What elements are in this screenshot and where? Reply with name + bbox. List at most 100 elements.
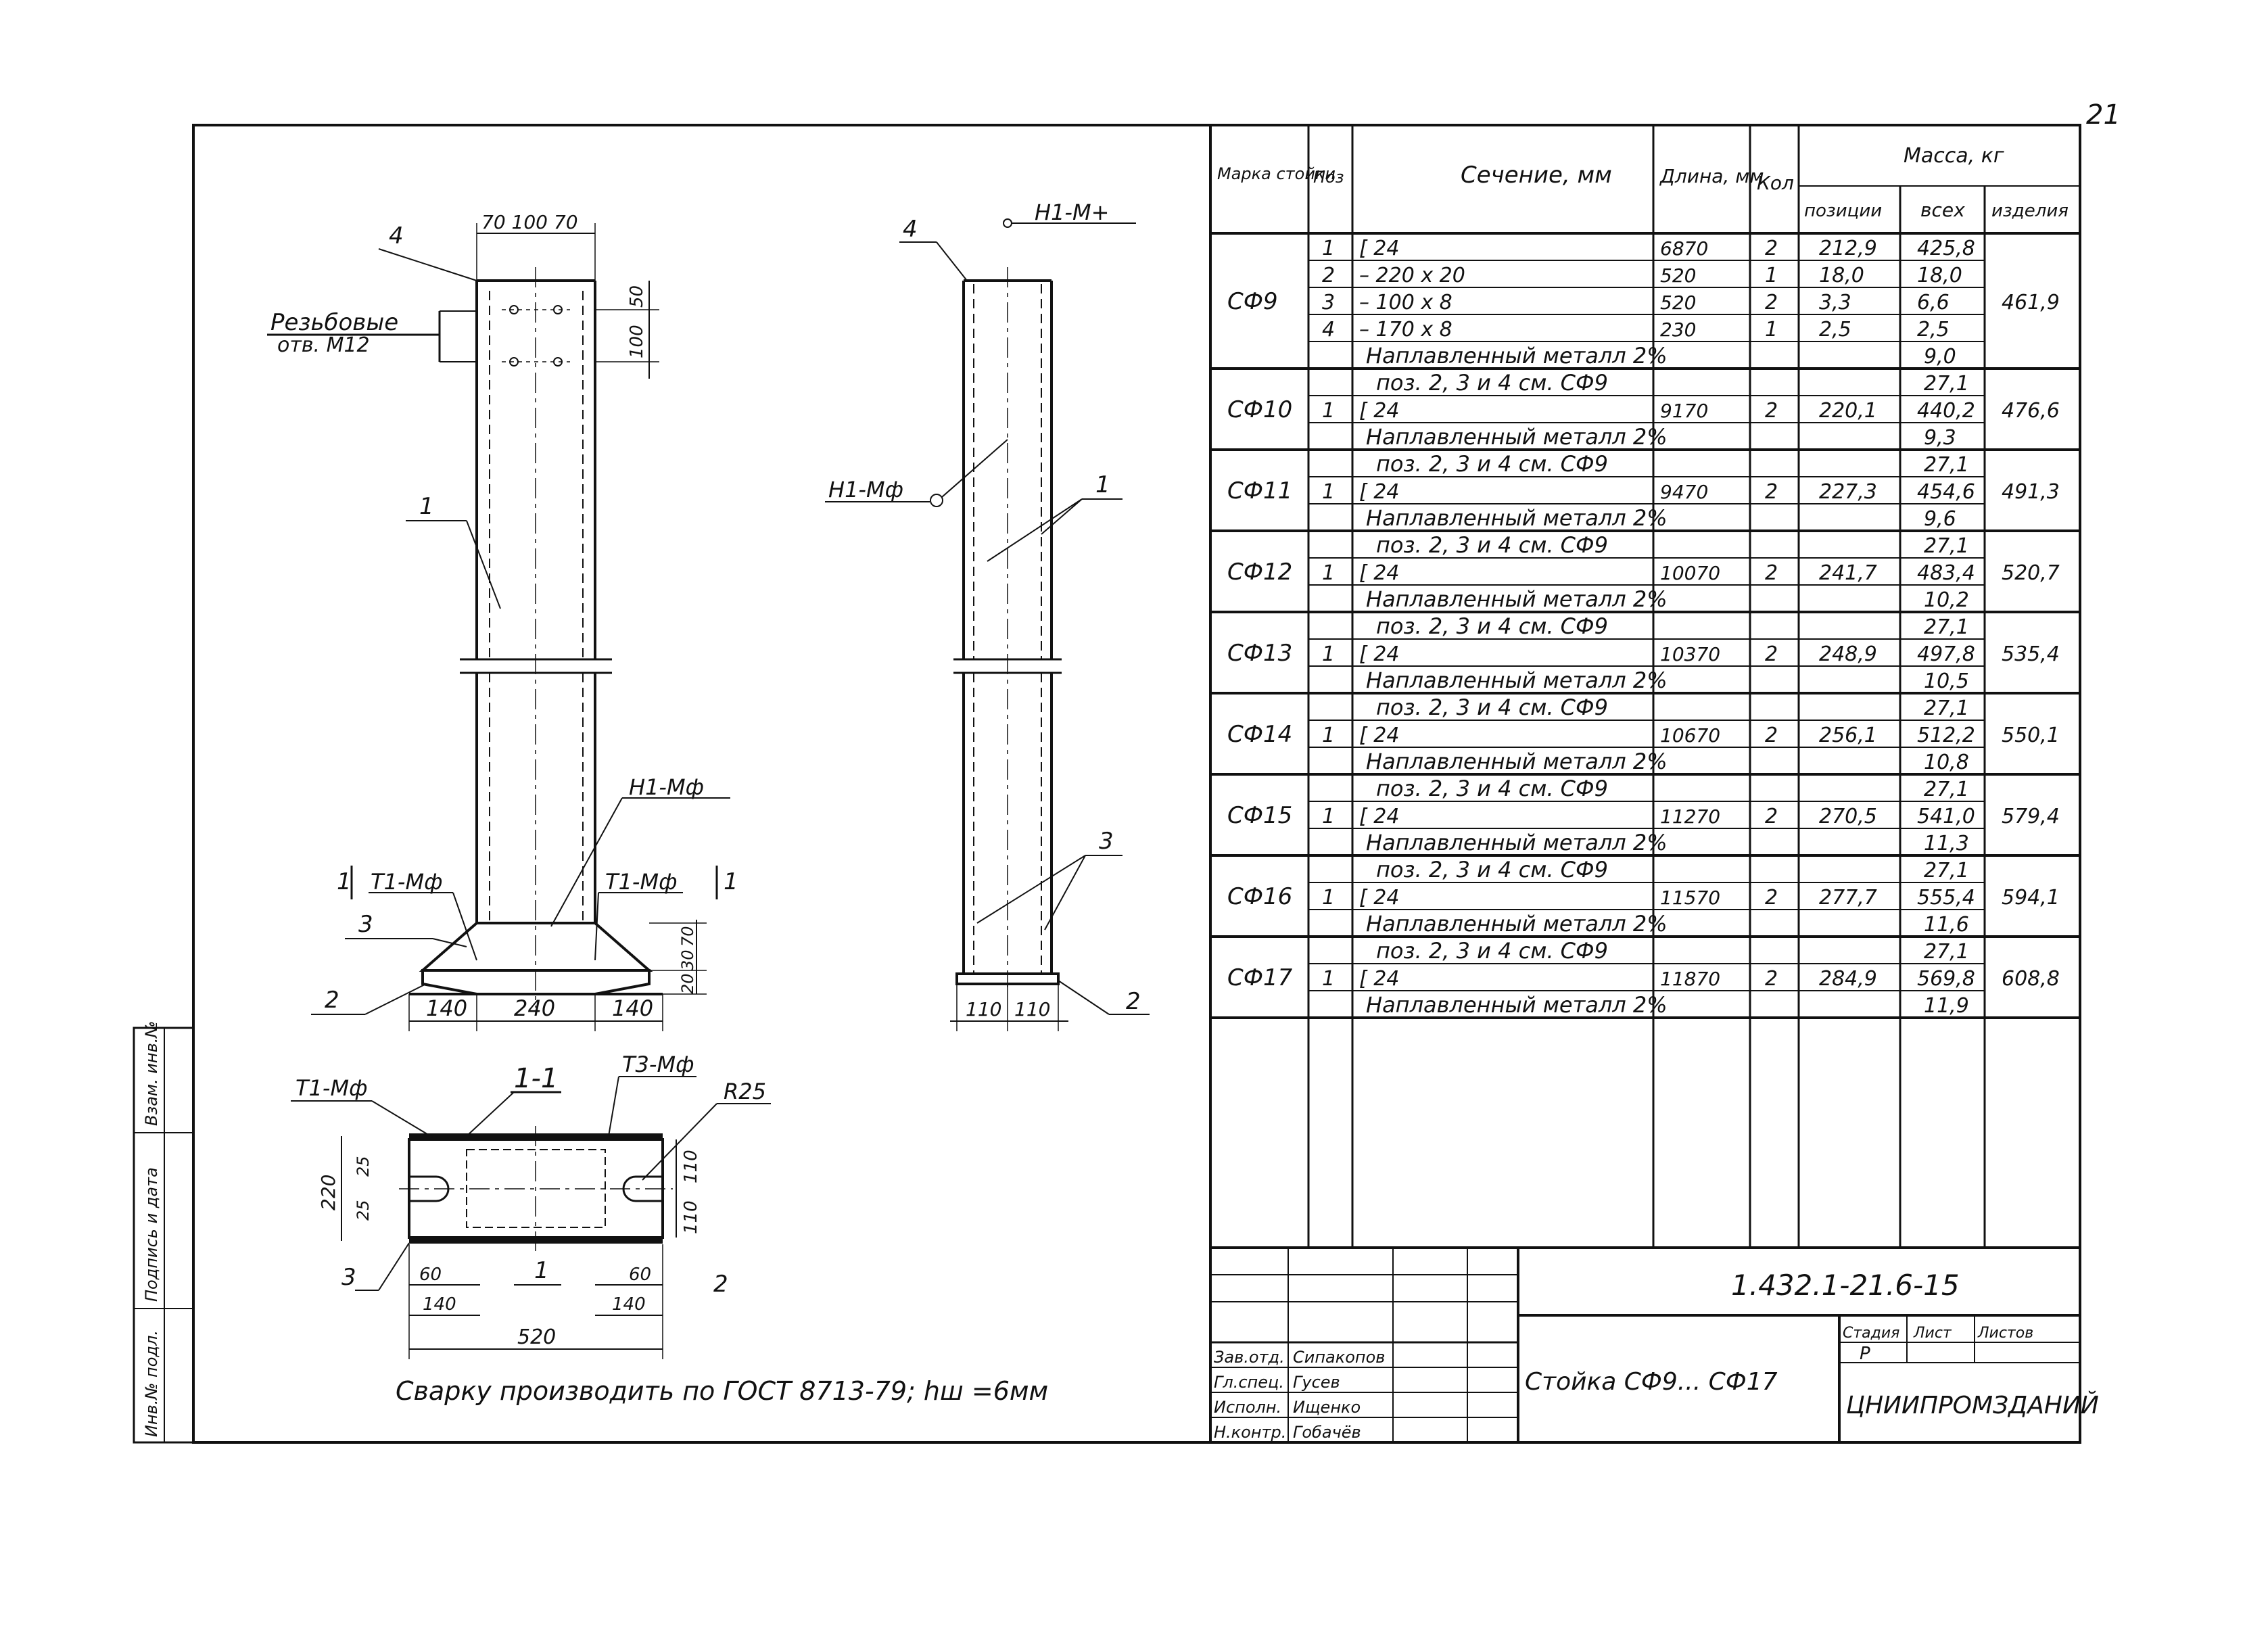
row-mass-all: 440,2	[1917, 399, 1975, 423]
row-qty: 2	[1765, 291, 1778, 314]
weld-t1-right: Т1-Мф	[605, 869, 677, 895]
stage-label: Стадия	[1843, 1325, 1899, 1342]
signature-role: Зав.отд.	[1214, 1348, 1285, 1367]
dim-110-side-right: 110	[1014, 998, 1050, 1020]
row-length: 10070	[1660, 562, 1720, 584]
row-section: [ 24	[1359, 967, 1399, 991]
pos-1-label-side: 1	[1095, 471, 1110, 498]
row-ref-mass: 27,1	[1924, 534, 1969, 558]
row-length: 10370	[1660, 643, 1720, 665]
pos-1-callout: 1	[406, 493, 501, 609]
group-mark: СФ14	[1227, 721, 1292, 748]
threaded-holes-label: Резьбовые	[270, 309, 398, 336]
dim-140-section-left: 140	[423, 1294, 456, 1315]
dim-240: 240	[514, 995, 555, 1021]
row-ref-mass: 27,1	[1924, 453, 1969, 477]
dim-right-base: 70 30 20	[649, 920, 707, 995]
row-ref-mass: 27,1	[1924, 940, 1969, 964]
dim-220: 220	[317, 1175, 339, 1210]
row-poz: 1	[1322, 724, 1335, 747]
weld-t1-callouts: Т1-Мф Т1-Мф 1 1	[337, 866, 738, 961]
group-item-mass: 520,7	[2002, 561, 2060, 585]
row-qty: 1	[1765, 264, 1778, 287]
row-length: 520	[1660, 291, 1696, 314]
pos-2-3-callouts-front: 3 2	[311, 911, 467, 1015]
row-ref: поз. 2, 3 и 4 см. СФ9	[1376, 370, 1608, 396]
row-ref: поз. 2, 3 и 4 см. СФ9	[1376, 776, 1608, 801]
row-mass-all: 18,0	[1917, 264, 1962, 287]
dim-140-right: 140	[612, 995, 653, 1021]
group-item-mass: 579,4	[2002, 805, 2060, 828]
dim-right-upper: 100 50	[595, 281, 659, 379]
spec-table: Марка стойки Поз Сечение, мм Длина, мм К…	[1209, 125, 2080, 1248]
radius-label: R25	[724, 1079, 766, 1104]
row-mass-all: 6,6	[1917, 291, 1950, 314]
group-item-mass: 461,9	[2002, 291, 2060, 314]
row-qty: 2	[1765, 480, 1778, 504]
stage-value: Р	[1860, 1344, 1870, 1364]
dim-100: 100	[627, 325, 647, 358]
row-mass-all: 541,0	[1917, 805, 1975, 828]
group-mark: СФ12	[1227, 559, 1292, 586]
row-weld: Наплавленный металл 2%	[1366, 424, 1668, 450]
group-mark: СФ16	[1227, 883, 1292, 910]
sheets-label: Листов	[1977, 1325, 2033, 1342]
row-mass-pos: 256,1	[1819, 724, 1877, 747]
row-section: [ 24	[1359, 399, 1399, 423]
welding-note: Сварку производить по ГОСТ 8713-79; hш =…	[396, 1376, 1048, 1406]
row-poz: 3	[1322, 291, 1335, 314]
row-qty: 2	[1765, 805, 1778, 828]
spec-table-grid	[1209, 125, 2080, 1248]
dim-60-left: 60	[419, 1265, 442, 1285]
group-item-mass: 608,8	[2002, 967, 2060, 991]
header-marka: Марка стойки	[1217, 164, 1336, 183]
row-ref: поз. 2, 3 и 4 см. СФ9	[1376, 938, 1608, 964]
row-section: – 100 x 8	[1359, 291, 1452, 314]
row-weld: Наплавленный металл 2%	[1366, 830, 1668, 855]
weld-t1-left: Т1-Мф	[371, 869, 442, 895]
weld-h1-callout-front: Н1-Мф	[550, 774, 730, 927]
sheet-frame	[192, 124, 2081, 1444]
row-poz: 1	[1322, 480, 1335, 504]
doc-title: Стойка СФ9... СФ17	[1525, 1368, 1778, 1396]
row-poz: 2	[1322, 264, 1335, 287]
row-weld-mass: 9,6	[1924, 507, 1956, 531]
dim-bottom-front: 140 240 140	[408, 994, 663, 1031]
row-weld: Наплавленный металл 2%	[1366, 667, 1668, 693]
section-title: 1-1	[514, 1063, 558, 1094]
signature-role: Исполн.	[1214, 1398, 1281, 1417]
header-qty: Кол	[1757, 172, 1794, 194]
row-section: [ 24	[1359, 642, 1399, 666]
row-qty: 2	[1765, 237, 1778, 260]
pos-1-label: 1	[419, 493, 434, 520]
row-section: – 170 x 8	[1359, 318, 1452, 342]
column-front-view	[409, 267, 663, 1008]
dim-520: 520	[517, 1325, 556, 1349]
signature-name: Гусев	[1293, 1373, 1340, 1392]
row-mass-all: 497,8	[1917, 642, 1975, 666]
signature-role: Н.контр.	[1214, 1423, 1286, 1442]
row-weld: Наплавленный металл 2%	[1366, 586, 1668, 612]
header-mass-pos: позиции	[1804, 201, 1882, 221]
dim-140-left: 140	[426, 995, 467, 1021]
dim-110-side-left: 110	[966, 998, 1001, 1020]
row-poz: 1	[1322, 642, 1335, 666]
row-poz: 1	[1322, 237, 1335, 260]
row-weld-mass: 10,5	[1924, 669, 1969, 693]
row-poz: 1	[1322, 805, 1335, 828]
row-weld-mass: 10,8	[1924, 751, 1969, 774]
row-ref: поз. 2, 3 и 4 см. СФ9	[1376, 451, 1608, 477]
weld-t1-section-label: Т1-Мф	[296, 1075, 367, 1101]
row-section: [ 24	[1359, 561, 1399, 585]
dim-70-right: 70	[678, 926, 697, 947]
header-poz: Поз	[1313, 168, 1344, 187]
dim-25-bottom: 25	[354, 1200, 373, 1221]
row-mass-pos: 284,9	[1819, 967, 1877, 991]
signature-name: Гобачёв	[1293, 1423, 1361, 1442]
row-mass-pos: 18,0	[1819, 264, 1864, 287]
row-qty: 2	[1765, 886, 1778, 910]
dim-20-right: 20	[678, 973, 697, 994]
row-ref-mass: 27,1	[1924, 697, 1969, 720]
row-weld-mass: 9,3	[1924, 426, 1956, 450]
